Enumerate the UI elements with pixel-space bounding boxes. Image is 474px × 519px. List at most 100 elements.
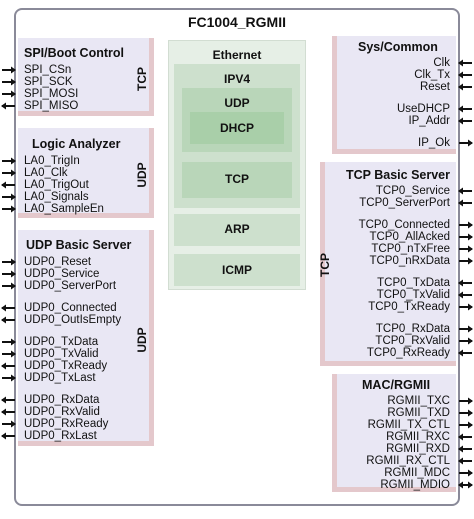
arrow-tcp-ntxfree-head-out <box>468 245 473 253</box>
group-logic-analyzer <box>18 128 154 218</box>
signal-rgmii-txd: RGMII_TXD <box>387 407 450 419</box>
signal-rgmii-rxc: RGMII_RXC <box>386 431 450 443</box>
signal-tcp-txready: TCP0_TxReady <box>368 301 450 313</box>
signal-usedhcp: UseDHCP <box>396 103 450 115</box>
arrow-tcp-rxvalid-head-out <box>468 337 473 345</box>
arrow-tcp-service-head-in <box>458 187 463 195</box>
arrow-tcp-allacked-head-out <box>468 233 473 241</box>
signal-tcp-connected: TCP0_Connected <box>358 219 450 231</box>
signal-udp-rxlast: UDP0_RxLast <box>24 430 97 442</box>
signal-udp-rxdata: UDP0_RxData <box>24 394 100 406</box>
ethernet-title: Ethernet <box>212 48 262 62</box>
arrow-tcp-nrxdata-head-out <box>468 257 473 265</box>
arrow-la-trigin-head-in <box>11 157 16 165</box>
signal-la-sampleen: LA0_SampleEn <box>24 203 104 215</box>
signal-rgmii-tx-ctl: RGMII_TX_CTL <box>367 419 450 431</box>
arp-label: ARP <box>224 222 250 236</box>
signal-spi-miso: SPI_MISO <box>24 100 79 112</box>
arrow-la-signals-head-in <box>11 193 16 201</box>
group-udp-basic-server <box>18 230 154 446</box>
signal-rgmii-mdio: RGMII_MDIO <box>380 479 450 491</box>
arrow-rgmii-rxd-head-in <box>458 445 463 453</box>
group-tcp-basic-server <box>320 162 456 366</box>
arrow-tcp-txready-head-out <box>468 303 473 311</box>
arrow-udp-txready-head-out <box>1 362 6 370</box>
signal-clk: Clk <box>433 57 450 69</box>
signal-tcp-service: TCP0_Service <box>375 185 450 197</box>
arrow-spi-mosi-head-in <box>11 90 16 98</box>
group-mac-rgmii <box>332 374 456 492</box>
group-title-mac-rgmii: MAC/RGMII <box>362 378 431 392</box>
dhcp-block <box>190 112 284 144</box>
arrow-la-clk-head-in <box>11 169 16 177</box>
arrow-usedhcp-head-in <box>458 105 463 113</box>
arrow-udp-connected-head-out <box>1 304 6 312</box>
signal-la-signals: LA0_Signals <box>24 191 89 203</box>
group-title-spi-boot: SPI/Boot Control <box>24 46 124 60</box>
group-title-sys-common: Sys/Common <box>358 40 438 54</box>
signal-udp-connected: UDP0_Connected <box>24 302 117 314</box>
arrow-ip-ok-head-out <box>468 139 473 147</box>
signal-tcp-ntxfree: TCP0_nTxFree <box>371 243 450 255</box>
signal-ip-addr: IP_Addr <box>408 115 450 127</box>
group-sys-common <box>332 36 456 154</box>
arrow-udp-rxvalid-head-out <box>1 408 6 416</box>
signal-udp-reset: UDP0_Reset <box>24 256 92 268</box>
arrow-la-sampleen-head-in <box>11 205 16 213</box>
arrow-udp-rxready-head-in <box>11 420 16 428</box>
arrow-clk-tx-head-in <box>458 71 463 79</box>
icmp-label: ICMP <box>222 263 252 277</box>
arrow-udp-reset-head-in <box>11 258 16 266</box>
signal-la-clk: LA0_Clk <box>24 167 68 179</box>
arrow-rgmii-txc-head-out <box>468 397 473 405</box>
arrow-tcp-txdata-head-in <box>458 279 463 287</box>
tcp-label: TCP <box>225 172 249 186</box>
arrow-rgmii-rx-ctl-head-in <box>458 457 463 465</box>
signal-tcp-txvalid: TCP0_TxValid <box>376 289 450 301</box>
signal-tcp-rxready: TCP0_RxReady <box>366 347 450 359</box>
signal-udp-rxvalid: UDP0_RxValid <box>24 406 100 418</box>
signal-udp-serverport: UDP0_ServerPort <box>24 280 117 292</box>
ipv4-label: IPV4 <box>223 72 250 86</box>
arrow-clk-head-in <box>458 59 463 67</box>
signal-reset: Reset <box>419 81 450 93</box>
arrow-rgmii-mdc-head-out <box>468 469 473 477</box>
signal-udp-txlast: UDP0_TxLast <box>24 372 96 384</box>
signal-rgmii-mdc: RGMII_MDC <box>384 467 450 479</box>
signal-tcp-txdata: TCP0_TxData <box>377 277 450 289</box>
signal-la-trigout: LA0_TrigOut <box>24 179 89 191</box>
group-title-tcp-server: TCP Basic Server <box>346 168 450 182</box>
signal-tcp-nrxdata: TCP0_nRxData <box>369 255 450 267</box>
arrow-rgmii-rxc-head-in <box>458 433 463 441</box>
dhcp-label: DHCP <box>219 121 254 135</box>
signal-tcp-allacked: TCP0_AllAcked <box>369 231 450 243</box>
arrow-ip-addr-head-in <box>458 117 463 125</box>
signal-udp-txvalid: UDP0_TxValid <box>24 348 99 360</box>
signal-la-trigin: LA0_TrigIn <box>24 155 80 167</box>
arrow-rgmii-tx-ctl-head-out <box>468 421 473 429</box>
arrow-tcp-txvalid-head-in <box>458 291 463 299</box>
arrow-spi-csn-head-in <box>11 66 16 74</box>
arrow-udp-rxdata-head-out <box>1 396 6 404</box>
signal-spi-sck: SPI_SCK <box>24 76 73 88</box>
arrow-tcp-serverport-head-in <box>458 199 463 207</box>
icmp-block <box>174 254 300 286</box>
arp-block <box>174 214 300 246</box>
group-spi-boot-control <box>18 38 154 116</box>
arrow-rgmii-mdio-head-out <box>468 481 473 489</box>
arrow-udp-outisempty-head-out <box>1 316 6 324</box>
arrow-spi-sck-head-in <box>11 78 16 86</box>
arrow-udp-txvalid-head-in <box>11 350 16 358</box>
signal-udp-txready: UDP0_TxReady <box>24 360 108 372</box>
signal-clk-tx: Clk_Tx <box>414 69 450 81</box>
arrow-udp-serverport-head-in <box>11 282 16 290</box>
arrow-rgmii-mdio-head-in <box>458 481 463 489</box>
signal-ip-ok: IP_Ok <box>418 137 450 149</box>
group-title-logic-analyzer: Logic Analyzer <box>32 137 121 151</box>
chip-title: FC1004_RGMII <box>187 14 287 30</box>
signal-spi-mosi: SPI_MOSI <box>24 88 79 100</box>
signal-rgmii-rxd: RGMII_RXD <box>386 443 450 455</box>
arrow-tcp-rxready-head-in <box>458 349 463 357</box>
